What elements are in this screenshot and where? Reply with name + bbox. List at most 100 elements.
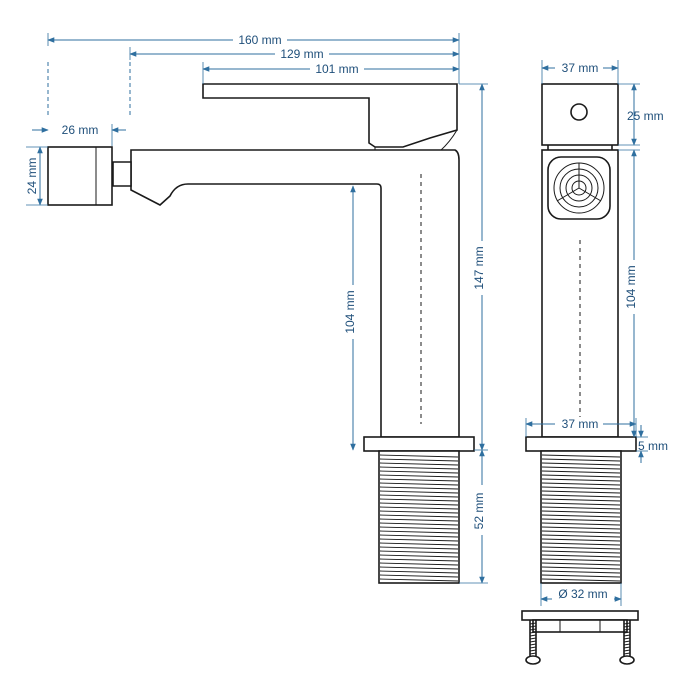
label-thread-diameter: Ø 32 mm [558,587,607,601]
thread-line [379,454,459,458]
thread-line [379,534,459,538]
bolt-thread-line [529,652,537,655]
thread-line [379,486,459,490]
thread-line [541,578,621,582]
thread-line [541,530,621,534]
side-body [541,149,619,438]
thread-line [541,518,621,522]
thread-line [541,454,621,458]
thread-line [379,518,459,522]
bolt-thread-line [623,625,631,628]
thread-line [541,466,621,470]
dimension-labels: 160 mm 129 mm 101 mm 26 mm 24 mm 104 mm … [25,33,668,606]
thread-line [379,506,459,510]
side-base-plate [525,436,637,452]
bolt-thread-line [623,634,631,637]
bolt-thread-line [623,646,631,649]
thread-line [541,474,621,478]
thread-line [541,502,621,506]
thread-line [541,470,621,474]
bolt-thread-line [529,646,537,649]
thread-line [379,514,459,518]
bolt-thread-line [623,640,631,643]
side-thread-lines [541,454,621,582]
thread-line [541,498,621,502]
thread-line [379,482,459,486]
thread-lines [379,454,459,582]
thread-line [541,462,621,466]
thread-line [379,562,459,566]
bolt-thread-line [529,643,537,646]
thread-line [541,570,621,574]
thread-line [379,470,459,474]
thread-line [379,526,459,530]
bolt-thread-line [623,637,631,640]
side-lever-block [541,83,619,146]
thread-line [541,558,621,562]
thread-line [541,550,621,554]
bolt-thread-line [623,643,631,646]
thread-line [541,506,621,510]
thread-line [379,458,459,462]
label-lever-length: 101 mm [315,62,358,76]
bolt-thread-line [529,631,537,634]
thread-line [541,574,621,578]
thread-line [379,530,459,534]
thread-line [541,562,621,566]
label-body-height: 104 mm [343,290,357,333]
mounting-bracket [521,610,639,665]
bolt-thread-line [623,652,631,655]
thread-line [541,566,621,570]
bolt-thread-line [529,649,537,652]
bolt-thread-line [529,634,537,637]
thread-line [541,458,621,462]
label-lever-block-height: 25 mm [627,109,664,123]
thread-line [379,466,459,470]
faucet-body [130,149,460,438]
thread-line [379,546,459,550]
bolt-thread-line [529,622,537,625]
thread-line [379,542,459,546]
thread-line [379,558,459,562]
label-base-thickness: 5 mm [638,439,668,453]
thread-line [379,570,459,574]
bolt-thread-line [529,625,537,628]
thread-line [541,482,621,486]
thread-line [541,478,621,482]
thread-line [379,498,459,502]
aerator [47,146,113,206]
thread-line [541,514,621,518]
bolt-thread-line [623,631,631,634]
thread-line [379,538,459,542]
label-total-height: 147 mm [472,246,486,289]
thread-line [379,522,459,526]
thread-line [379,550,459,554]
thread-line [541,538,621,542]
label-base-width: 37 mm [562,417,599,431]
thread-line [379,474,459,478]
thread-line [379,574,459,578]
base-plate [363,436,475,452]
thread-line [541,542,621,546]
thread-line [541,522,621,526]
lever-handle [202,83,458,148]
bolt-thread-line [623,649,631,652]
thread-line [541,494,621,498]
label-aerator-length: 26 mm [62,123,99,137]
bolt-thread-line [529,637,537,640]
thread-line [379,554,459,558]
label-aerator-height: 24 mm [25,158,39,195]
thread-line [379,494,459,498]
thread-line [379,490,459,494]
thread-line [379,566,459,570]
front-view [47,83,475,584]
bolt-thread-line [529,628,537,631]
thread-line [379,502,459,506]
bolt-thread-line [623,628,631,631]
thread-line [541,510,621,514]
lever-hole [570,103,588,121]
label-side-width-top: 37 mm [562,61,599,75]
aerator-connector [112,161,132,187]
thread-line [379,478,459,482]
